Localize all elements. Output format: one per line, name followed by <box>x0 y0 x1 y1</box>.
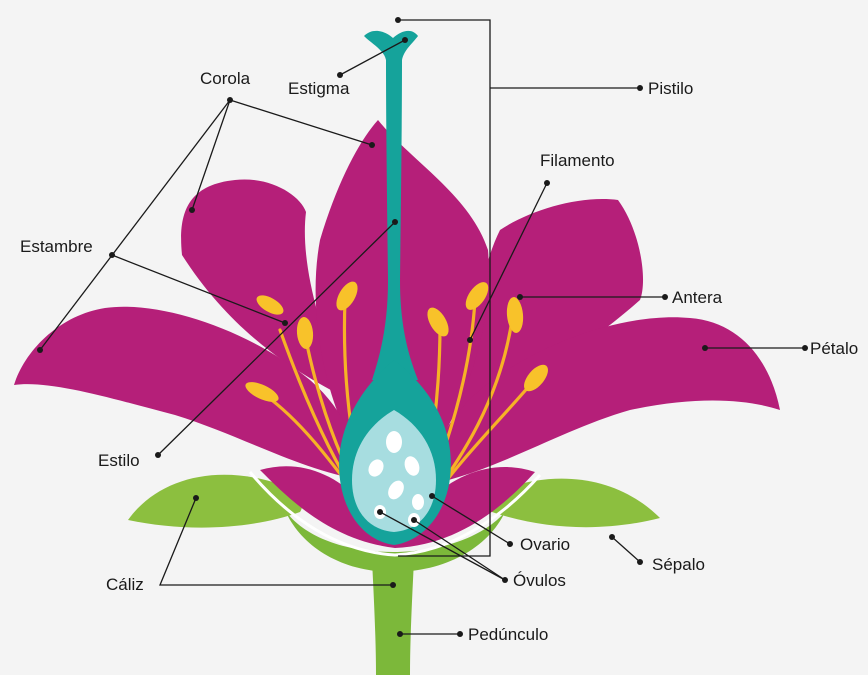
label-pedunculo: Pedúnculo <box>468 625 548 644</box>
label-estilo: Estilo <box>98 451 140 470</box>
label-pistilo: Pistilo <box>648 79 693 98</box>
label-antera: Antera <box>672 288 723 307</box>
label-estambre: Estambre <box>20 237 93 256</box>
label-sepalo: Sépalo <box>652 555 705 574</box>
label-ovario: Ovario <box>520 535 570 554</box>
label-petalo: Pétalo <box>810 339 858 358</box>
label-caliz: Cáliz <box>106 575 144 594</box>
label-estigma: Estigma <box>288 79 350 98</box>
peduncle-stem <box>372 560 414 675</box>
stigma <box>364 31 418 60</box>
label-filamento: Filamento <box>540 151 615 170</box>
label-ovulos: Óvulos <box>513 571 566 590</box>
label-corola: Corola <box>200 69 251 88</box>
